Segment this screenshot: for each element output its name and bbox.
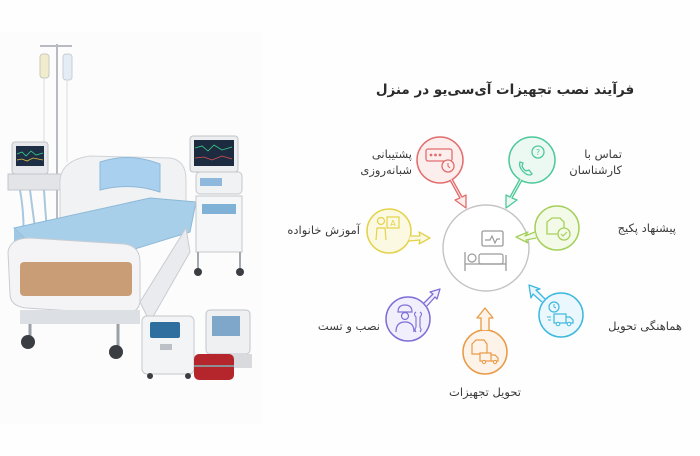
step-label-install: نصب و تست [317,319,380,333]
svg-text:?: ? [536,148,540,157]
phone-support-icon: ? [518,145,545,176]
step-label-coordination: هماهنگی تحویل [608,319,682,333]
step-support-node [416,136,467,209]
delivery-clock-icon [547,301,574,327]
diagram-title: فرآیند نصب تجهیزات آی‌سی‌یو در منزل [375,82,635,98]
step-label-training: آموزش خانواده [287,223,360,237]
technician-wrench-icon [395,304,423,333]
step-training-node: A [366,208,431,254]
center-bed-monitor-icon [442,204,530,292]
step-label-contact: تماس با کارشناسان [569,147,622,177]
step-label-equipment-delivery: تحویل تجهیزات [449,385,521,399]
support-clock-icon [425,148,455,173]
teacher-board-icon: A [375,216,400,241]
svg-text:A: A [390,219,396,228]
step-coordination-node [528,284,584,338]
step-label-package: پیشنهاد پکیج [617,221,676,235]
step-label-support: پشتیبانی شبانه‌روزی [360,147,412,177]
step-equipment-delivery-node [462,307,508,375]
package-check-icon [546,217,571,241]
step-package-node [515,205,580,251]
box-truck-icon [471,339,499,365]
icu-equipment-photo [0,32,262,424]
step-contact-node: ? [505,136,556,209]
step-install-node [385,288,441,342]
